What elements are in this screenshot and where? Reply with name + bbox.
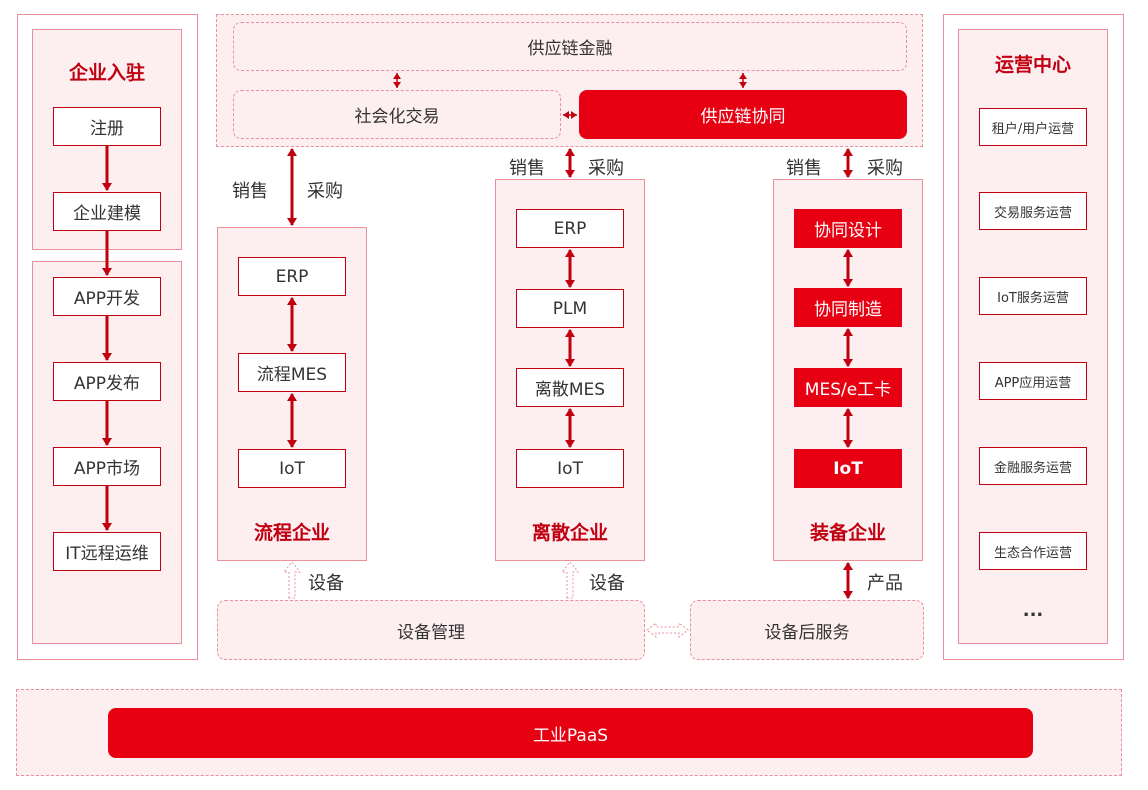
hollow-arrow-mgmt-service xyxy=(646,621,689,639)
ops-item-trade[interactable]: 交易服务运营 xyxy=(979,192,1087,230)
discrete-sales-label: 销售 xyxy=(509,158,545,179)
ops-item-iot[interactable]: IoT服务运营 xyxy=(979,277,1087,315)
product-label: 产品 xyxy=(867,573,903,594)
discrete-purchase-label: 采购 xyxy=(588,158,624,179)
discrete-enterprise-title: 离散企业 xyxy=(531,522,608,544)
equipment-sales-label: 销售 xyxy=(786,158,822,179)
register-box[interactable]: 注册 xyxy=(53,107,161,146)
discrete-erp-box[interactable]: ERP xyxy=(516,209,624,248)
equipment-purchase-label: 采购 xyxy=(867,158,903,179)
process-sales-label: 销售 xyxy=(232,181,268,202)
hollow-arrow-discrete xyxy=(560,561,580,599)
equipment-mes-box[interactable]: MES/e工卡 xyxy=(794,368,902,407)
supply-finance-box[interactable]: 供应链金融 xyxy=(233,22,907,71)
equipment-enterprise-title: 装备企业 xyxy=(809,522,886,544)
ops-more: ... xyxy=(1022,600,1044,621)
discrete-mes-box[interactable]: 离散MES xyxy=(516,368,624,407)
discrete-plm-box[interactable]: PLM xyxy=(516,289,624,328)
app-publish-box[interactable]: APP发布 xyxy=(53,362,161,401)
ops-item-finance[interactable]: 金融服务运营 xyxy=(979,447,1087,485)
social-trade-box[interactable]: 社会化交易 xyxy=(233,90,561,139)
discrete-iot-box[interactable]: IoT xyxy=(516,449,624,488)
process-purchase-label: 采购 xyxy=(307,181,343,202)
process-enterprise-title: 流程企业 xyxy=(253,522,330,544)
process-mes-box[interactable]: 流程MES xyxy=(238,353,346,392)
app-market-box[interactable]: APP市场 xyxy=(53,447,161,486)
ops-item-app[interactable]: APP应用运营 xyxy=(979,362,1087,400)
paas-bar[interactable]: 工业PaaS xyxy=(108,708,1033,758)
ops-item-ecosystem[interactable]: 生态合作运营 xyxy=(979,532,1087,570)
onboarding-title: 企业入驻 xyxy=(68,62,145,84)
supply-collab-box[interactable]: 供应链协同 xyxy=(579,90,907,139)
ops-item-tenant[interactable]: 租户/用户运营 xyxy=(979,108,1087,146)
process-iot-box[interactable]: IoT xyxy=(238,449,346,488)
modeling-box[interactable]: 企业建模 xyxy=(53,192,161,231)
ops-title: 运营中心 xyxy=(994,54,1071,76)
process-erp-box[interactable]: ERP xyxy=(238,257,346,296)
hollow-arrow-process xyxy=(282,561,302,599)
it-ops-box[interactable]: IT远程运维 xyxy=(53,532,161,571)
app-dev-box[interactable]: APP开发 xyxy=(53,277,161,316)
process-equipment-label: 设备 xyxy=(308,573,344,594)
collab-design-box[interactable]: 协同设计 xyxy=(794,209,902,248)
equipment-iot-box[interactable]: IoT xyxy=(794,449,902,488)
after-service-box[interactable]: 设备后服务 xyxy=(690,600,924,660)
collab-mfg-box[interactable]: 协同制造 xyxy=(794,288,902,327)
device-mgmt-box[interactable]: 设备管理 xyxy=(217,600,645,660)
discrete-equipment-label: 设备 xyxy=(589,573,625,594)
